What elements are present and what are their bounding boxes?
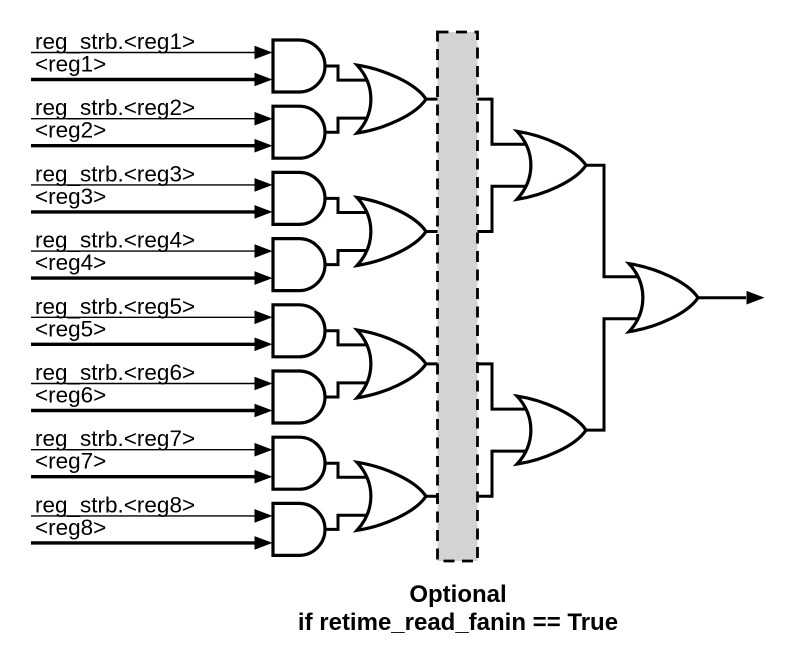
arrow-icon [254, 403, 273, 418]
arrow-icon [254, 376, 273, 391]
and-gate-8 [271, 501, 327, 558]
or2-input-wires [325, 196, 438, 267]
stage1-wires [325, 64, 438, 531]
strobe-label-4: reg_strb.<reg4> [35, 228, 195, 253]
strobe-label-8: reg_strb.<reg8> [35, 492, 195, 517]
or-gate-final [627, 262, 700, 334]
arrow-icon [254, 509, 273, 523]
or5-input-wires [477, 97, 651, 279]
and-gate-3 [271, 170, 327, 226]
and-gate-1 [271, 38, 327, 94]
signal-labels: reg_strb.<reg1> <reg1> reg_strb.<reg2> <… [35, 29, 195, 540]
or-gate-stage2-2 [515, 394, 588, 466]
and-gates [271, 38, 327, 558]
arrow-icon [254, 111, 273, 126]
input-lines [31, 51, 256, 545]
or-gates [355, 63, 700, 532]
strobe-label-2: reg_strb.<reg2> [35, 95, 195, 120]
optional-retime-box [436, 30, 479, 563]
strobe-label-7: reg_strb.<reg7> [35, 426, 195, 451]
input-arrowheads [254, 45, 273, 550]
and-gate-5 [271, 303, 327, 359]
or1-input-wires [325, 64, 438, 134]
reg-label-7: <reg7> [35, 449, 106, 474]
or4-input-wires [325, 461, 438, 531]
reg-label-8: <reg8> [35, 515, 106, 540]
arrow-icon [254, 72, 273, 87]
or6-input-wires [477, 317, 651, 498]
or-gate-stage1-3 [355, 328, 428, 400]
or-gate-stage1-2 [355, 195, 428, 268]
reg-label-1: <reg1> [35, 52, 106, 77]
strobe-label-1: reg_strb.<reg1> [35, 29, 195, 54]
arrow-icon [254, 178, 273, 192]
arrow-icon [254, 45, 273, 60]
or3-input-wires [325, 329, 438, 399]
arrow-icon [254, 138, 273, 153]
reg-label-2: <reg2> [35, 118, 106, 143]
arrow-icon [254, 536, 273, 550]
caption-line-2: if retime_read_fanin == True [298, 609, 618, 636]
arrow-icon [254, 442, 273, 457]
and-gate-2 [271, 104, 327, 160]
reg-label-6: <reg6> [35, 383, 106, 408]
arrow-icon [254, 310, 273, 325]
reg-label-4: <reg4> [35, 250, 106, 275]
strobe-label-6: reg_strb.<reg6> [35, 360, 195, 385]
output-arrow-icon [746, 290, 765, 305]
arrow-icon [254, 337, 273, 352]
arrow-icon [254, 271, 273, 285]
reg-label-3: <reg3> [35, 184, 106, 209]
arrow-icon [254, 469, 273, 484]
and-gate-7 [271, 435, 327, 491]
stage2-wires [477, 97, 746, 498]
and-gate-4 [271, 237, 327, 293]
arrow-icon [254, 205, 273, 219]
caption: Optional if retime_read_fanin == True [298, 581, 618, 636]
or-gate-stage1-4 [355, 460, 428, 532]
and-gate-6 [271, 369, 327, 425]
caption-line-1: Optional [409, 581, 506, 608]
strobe-label-5: reg_strb.<reg5> [35, 294, 195, 319]
or-gate-stage2-1 [515, 129, 588, 201]
strobe-label-3: reg_strb.<reg3> [35, 161, 195, 186]
or-gate-stage1-1 [355, 63, 428, 135]
reg-label-5: <reg5> [35, 316, 106, 341]
arrow-icon [254, 244, 273, 258]
